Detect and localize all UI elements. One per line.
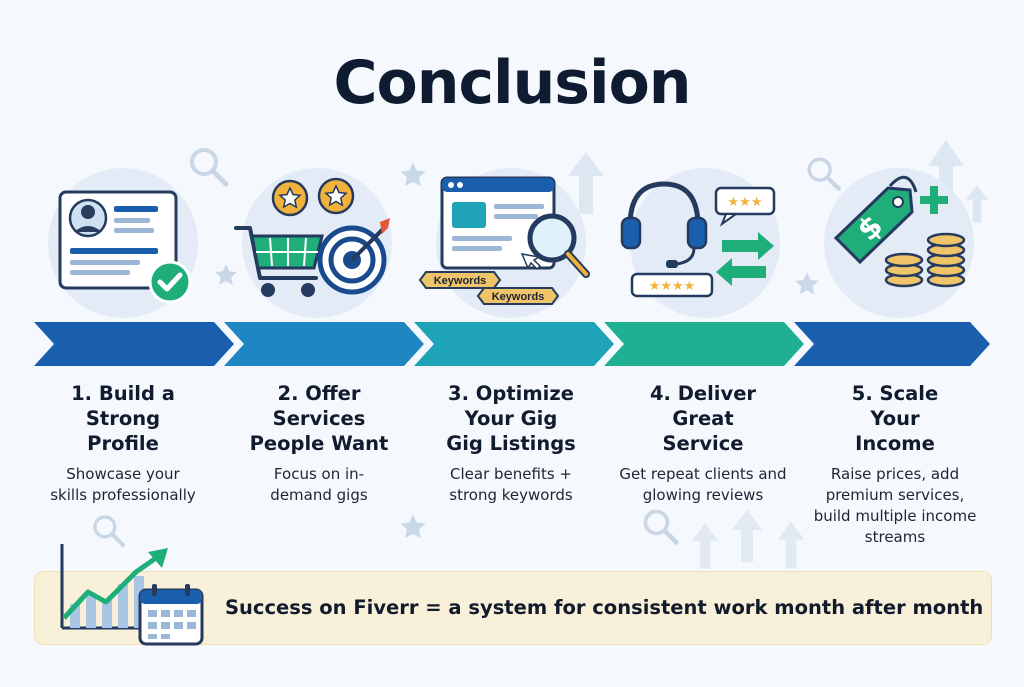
page-title: Conclusion [333, 48, 691, 118]
step-4-title: 4. Deliver Great Service [649, 382, 757, 455]
process-arrow-band [34, 322, 990, 366]
magnifier-decor-icon [643, 509, 679, 545]
step-4-illustration: ★★★ ★★★★ [620, 168, 780, 318]
arrow-segment-1 [34, 322, 234, 366]
magnifier-decor-icon [807, 157, 841, 191]
keyword-tag: Keywords [418, 271, 502, 289]
arrow-segment-5 [794, 322, 990, 366]
headset-reviews-icon: ★★★ ★★★★ [620, 181, 776, 298]
keyword-tag: Keywords [476, 287, 560, 305]
star-decor-icon [400, 514, 426, 539]
step-1-illustration [48, 168, 198, 318]
arrow-segment-3 [414, 322, 614, 366]
step-2-illustration [234, 168, 392, 318]
svg-text:★★★: ★★★ [728, 195, 763, 210]
step-3-description: Clear benefits + strong keywords [449, 465, 573, 504]
magnifier-decor-icon [93, 515, 126, 548]
up-arrow-decor-icon [691, 523, 719, 569]
up-arrow-decor-icon [731, 509, 763, 563]
shopping-cart-target-icon [234, 177, 390, 297]
up-arrow-decor-icon [777, 521, 805, 569]
step-2-title: 2. Offer Services People Want [249, 382, 389, 455]
star-decor-icon [215, 264, 237, 285]
step-5-description: Raise prices, add premium services, buil… [813, 465, 977, 546]
svg-text:★★★★: ★★★★ [649, 279, 696, 294]
up-arrow-decor-icon [928, 140, 964, 216]
profile-card-icon [58, 190, 192, 304]
step-1: 1. Build a Strong Profile Showcase your … [30, 381, 216, 506]
step-4: 4. Deliver Great Service Get repeat clie… [610, 381, 796, 506]
growth-chart-calendar-icon [60, 544, 204, 646]
up-arrow-decor-icon [966, 185, 988, 223]
step-5: 5. Scale Your Income Raise prices, add p… [802, 381, 988, 548]
arrow-segment-2 [224, 322, 424, 366]
summary-banner-text: Success on Fiverr = a system for consist… [225, 596, 984, 619]
step-1-description: Showcase your skills professionally [50, 465, 196, 504]
step-2-description: Focus on in-demand gigs [270, 465, 368, 504]
step-1-title: 1. Build a Strong Profile [71, 382, 175, 455]
step-4-description: Get repeat clients and glowing reviews [619, 465, 787, 504]
star-decor-icon [795, 272, 819, 295]
step-5-title: 5. Scale Your Income [851, 382, 939, 455]
magnifier-decor-icon [190, 148, 229, 187]
arrow-segment-4 [604, 322, 804, 366]
step-5-illustration: $ [824, 168, 974, 318]
keyword-tag-label-2: Keywords [492, 291, 545, 303]
step-3-title: 3. Optimize Your Gig Gig Listings [446, 382, 576, 455]
up-arrow-decor-icon [568, 152, 604, 214]
keyword-tag-label-1: Keywords [434, 275, 487, 287]
step-3-illustration: Keywords Keywords [418, 168, 590, 318]
step-3: 3. Optimize Your Gig Gig Listings Clear … [418, 381, 604, 506]
browser-keywords-magnifier-icon: Keywords Keywords [418, 176, 590, 305]
price-tag-coins-icon: $ [833, 175, 966, 288]
step-2: 2. Offer Services People Want Focus on i… [226, 381, 412, 506]
star-decor-icon [400, 162, 426, 187]
